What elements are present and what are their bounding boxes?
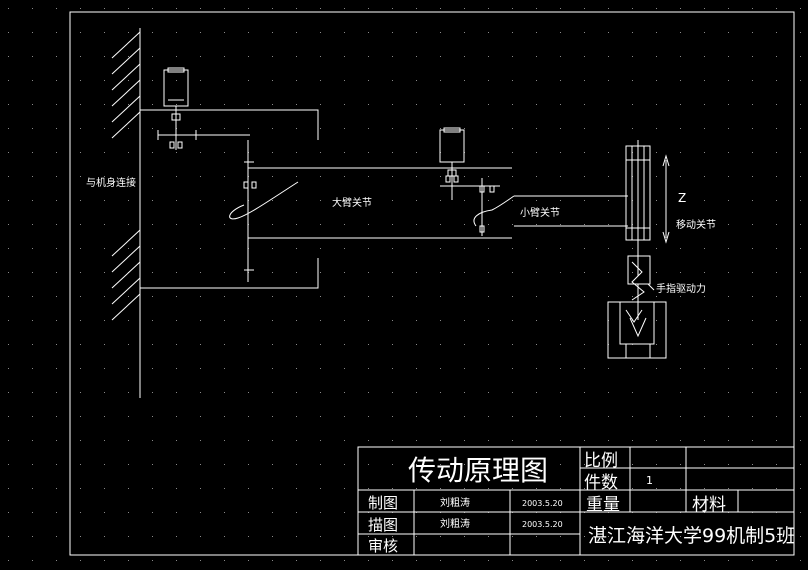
- z-arrow: [662, 154, 670, 244]
- count-value: 1: [646, 474, 653, 487]
- big-arm: [248, 167, 512, 239]
- title-block: [357, 446, 795, 556]
- drawn-label: 制图: [368, 494, 398, 512]
- label-finger-drive: 手指驱动力: [656, 282, 706, 295]
- gripper: [607, 301, 667, 359]
- small-arm: [514, 195, 628, 227]
- material-label: 材料: [692, 495, 726, 515]
- label-move-joint: 移动关节: [676, 218, 716, 231]
- motor-1: [163, 69, 189, 107]
- drawn-name: 刘粗涛: [440, 496, 470, 509]
- traced-label: 描图: [368, 516, 398, 534]
- label-z-axis: Z: [678, 191, 686, 205]
- mechanism: [111, 28, 670, 398]
- drawing-title: 传动原理图: [408, 454, 548, 487]
- label-body-connect: 与机身连接: [86, 176, 136, 189]
- traced-date: 2003.5.20: [522, 520, 563, 529]
- big-arm-gear: [229, 181, 299, 220]
- drawn-date: 2003.5.20: [522, 499, 563, 508]
- label-big-arm-joint: 大臂关节: [332, 196, 372, 209]
- big-arm-bracket: [140, 109, 319, 289]
- grid-dots: [8, 8, 801, 561]
- finger-drive: [627, 255, 651, 285]
- traced-name: 刘粗涛: [440, 517, 470, 530]
- motor-2: [439, 129, 465, 163]
- school-name: 湛江海洋大学99机制5班: [588, 525, 795, 547]
- review-label: 审核: [368, 537, 398, 555]
- wall-hatching: [111, 31, 141, 321]
- count-label: 件数: [584, 473, 618, 493]
- weight-label: 重量: [586, 495, 620, 515]
- scale-label: 比例: [584, 451, 618, 471]
- label-small-arm-joint: 小臂关节: [520, 206, 560, 219]
